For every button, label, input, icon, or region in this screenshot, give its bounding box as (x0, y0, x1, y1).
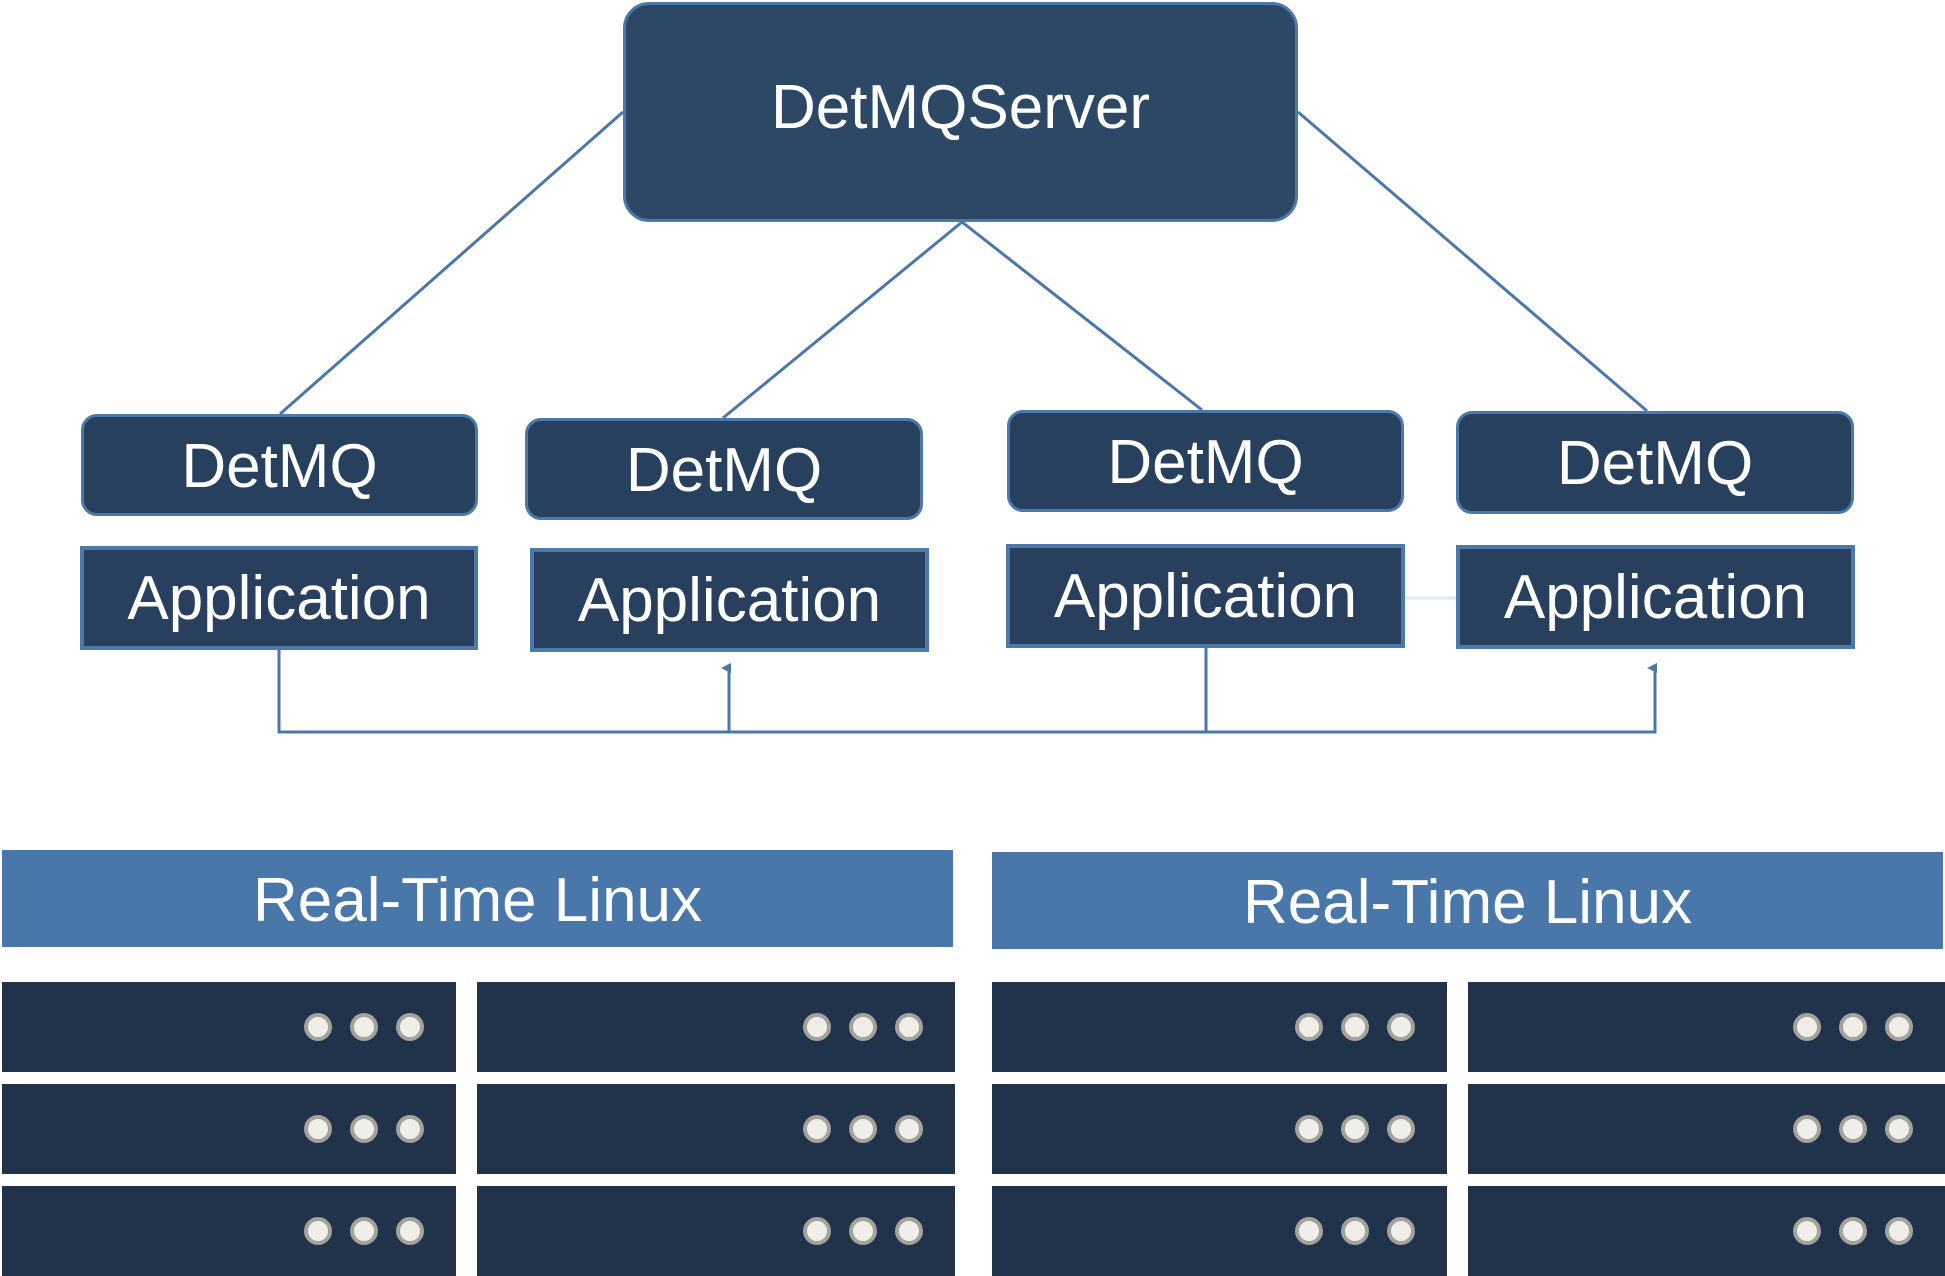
os-layer-label: Real-Time Linux (1242, 868, 1693, 937)
status-light-icon (895, 1217, 923, 1245)
detmq-server-label: DetMQServer (771, 72, 1150, 142)
status-light-icon (396, 1013, 424, 1041)
status-light-icon (1793, 1115, 1821, 1143)
status-light-icon (1295, 1217, 1323, 1245)
application-1: Application (80, 546, 478, 650)
status-light-icon (1885, 1217, 1913, 1245)
status-light-icon (350, 1217, 378, 1245)
status-light-icon (803, 1013, 831, 1041)
status-lights (304, 1115, 424, 1143)
status-light-icon (1387, 1013, 1415, 1041)
server-unit (477, 1186, 955, 1276)
status-light-icon (350, 1013, 378, 1041)
status-light-icon (1387, 1217, 1415, 1245)
status-light-icon (1839, 1217, 1867, 1245)
status-lights (1295, 1115, 1415, 1143)
application-2: Application (530, 548, 929, 652)
detmq-label: DetMQ (181, 431, 378, 501)
server-unit (2, 1084, 456, 1174)
detmq-node-4: DetMQ (1456, 411, 1854, 514)
detmq-label: DetMQ (1556, 429, 1754, 498)
status-light-icon (1793, 1217, 1821, 1245)
status-lights (304, 1217, 424, 1245)
server-unit (2, 1186, 456, 1276)
os-layer-right: Real-Time Linux (992, 852, 1943, 949)
link-server-detmq-2 (722, 220, 963, 420)
status-lights (304, 1013, 424, 1041)
server-unit (1468, 1186, 1945, 1276)
detmq-node-3: DetMQ (1007, 410, 1404, 512)
link-server-detmq-3 (961, 220, 1203, 412)
status-lights (1793, 1217, 1913, 1245)
detmq-node-2: DetMQ (525, 418, 923, 520)
os-layer-left: Real-Time Linux (2, 850, 953, 947)
status-light-icon (1295, 1115, 1323, 1143)
status-light-icon (849, 1217, 877, 1245)
bus-app3-to-app2 (729, 648, 1208, 734)
application-3: Application (1006, 544, 1405, 648)
server-unit (992, 1084, 1447, 1174)
bus-app1-to-app2 (277, 650, 729, 734)
status-light-icon (803, 1115, 831, 1143)
status-light-icon (350, 1115, 378, 1143)
status-lights (1793, 1115, 1913, 1143)
server-unit (2, 982, 456, 1072)
link-server-detmq-4 (1297, 110, 1648, 413)
status-light-icon (849, 1115, 877, 1143)
status-light-icon (1839, 1013, 1867, 1041)
status-lights (1295, 1217, 1415, 1245)
server-unit (477, 1084, 955, 1174)
status-lights (803, 1115, 923, 1143)
server-unit (477, 982, 955, 1072)
status-light-icon (396, 1115, 424, 1143)
status-light-icon (304, 1217, 332, 1245)
status-light-icon (304, 1013, 332, 1041)
status-light-icon (1295, 1013, 1323, 1041)
detmq-node-1: DetMQ (81, 414, 478, 516)
status-light-icon (895, 1115, 923, 1143)
status-light-icon (1341, 1217, 1369, 1245)
status-light-icon (1341, 1013, 1369, 1041)
status-lights (1793, 1013, 1913, 1041)
status-lights (803, 1217, 923, 1245)
application-label: Application (577, 565, 882, 635)
server-unit (1468, 1084, 1945, 1174)
application-label: Application (127, 563, 431, 633)
application-4: Application (1456, 545, 1855, 649)
status-light-icon (304, 1115, 332, 1143)
status-light-icon (849, 1013, 877, 1041)
status-light-icon (803, 1217, 831, 1245)
bus-app3-to-app4 (1206, 663, 1657, 734)
detmq-label: DetMQ (1107, 427, 1304, 497)
detmq-label: DetMQ (625, 435, 823, 505)
application-label: Application (1053, 561, 1358, 631)
os-layer-label: Real-Time Linux (252, 866, 703, 935)
server-unit (992, 1186, 1447, 1276)
status-light-icon (895, 1013, 923, 1041)
status-light-icon (1793, 1013, 1821, 1041)
status-light-icon (1885, 1013, 1913, 1041)
status-light-icon (396, 1217, 424, 1245)
status-lights (1295, 1013, 1415, 1041)
status-lights (803, 1013, 923, 1041)
detmq-server: DetMQServer (623, 2, 1298, 222)
application-label: Application (1503, 562, 1808, 632)
server-unit (1468, 982, 1945, 1072)
status-light-icon (1341, 1115, 1369, 1143)
link-server-detmq-1 (279, 110, 624, 416)
server-unit (992, 982, 1447, 1072)
status-light-icon (1885, 1115, 1913, 1143)
status-light-icon (1387, 1115, 1415, 1143)
status-light-icon (1839, 1115, 1867, 1143)
